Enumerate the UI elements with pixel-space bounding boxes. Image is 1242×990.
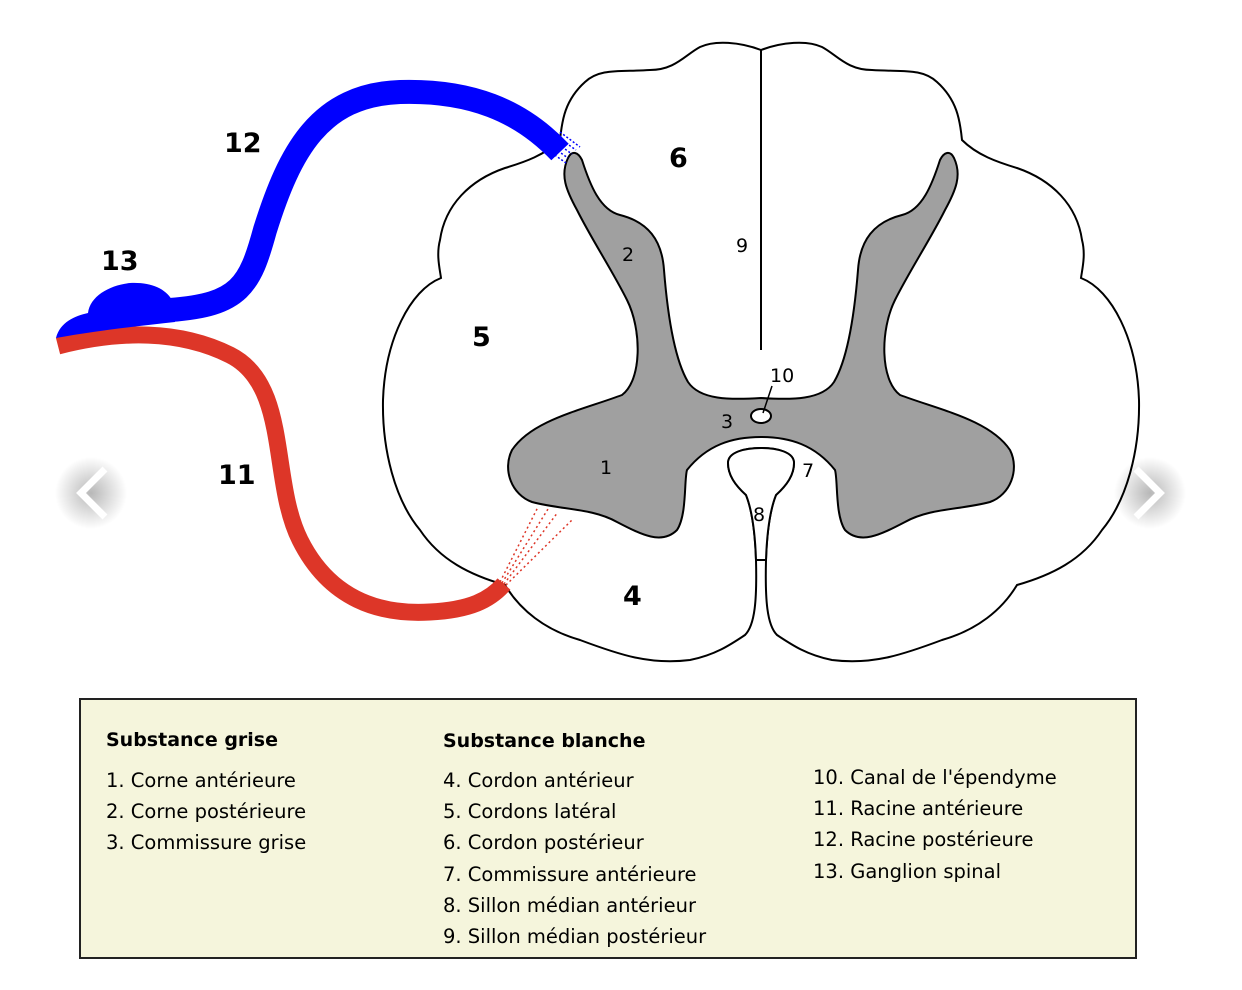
label-5: 5 — [472, 322, 491, 353]
legend-heading-white-matter: Substance blanche — [443, 730, 646, 752]
label-1: 1 — [600, 457, 612, 479]
legend-heading-grey-matter: Substance grise — [106, 729, 278, 751]
legend-item: 5. Cordons latéral — [443, 800, 617, 824]
spinal-cord-diagram: 1 2 3 4 5 6 7 8 9 10 11 12 13 — [55, 41, 1141, 663]
label-8: 8 — [753, 504, 765, 526]
label-9: 9 — [736, 235, 748, 257]
legend-item: 13. Ganglion spinal — [813, 859, 1002, 883]
legend-item: 7. Commissure antérieure — [443, 862, 697, 886]
legend-item: 6. Cordon postérieur — [443, 831, 644, 855]
chevron-right-icon — [1114, 457, 1186, 529]
legend-item: 4. Cordon antérieur — [443, 769, 634, 792]
label-11: 11 — [218, 460, 256, 491]
legend-item: 10. Canal de l'épendyme — [813, 766, 1057, 789]
next-image-button[interactable] — [1114, 455, 1186, 531]
legend-item: 1. Corne antérieure — [106, 769, 296, 792]
anterior-commissure — [726, 446, 796, 561]
spinal-ganglion — [56, 282, 175, 338]
label-12: 12 — [224, 128, 262, 159]
label-2: 2 — [622, 244, 634, 266]
legend-item: 11. Racine antérieure — [813, 797, 1024, 821]
label-4: 4 — [623, 581, 642, 612]
label-13: 13 — [101, 246, 139, 277]
label-6: 6 — [669, 143, 688, 174]
chevron-left-icon — [55, 457, 127, 529]
legend-item: 8. Sillon médian antérieur — [443, 893, 696, 917]
posterior-root — [169, 79, 569, 322]
legend-item: 12. Racine postérieure — [813, 828, 1034, 852]
legend-item: 2. Corne postérieure — [106, 800, 307, 824]
central-canal — [750, 408, 772, 424]
grey-matter — [507, 152, 1015, 539]
legend-item: 3. Commissure grise — [106, 831, 307, 855]
legend-item: 9. Sillon médian postérieur — [443, 925, 707, 949]
anterior-root-fibers — [499, 506, 573, 586]
central-canal-pointer — [762, 385, 773, 414]
previous-image-button[interactable] — [55, 455, 127, 531]
label-3: 3 — [721, 411, 733, 433]
posterior-root-fibers — [544, 131, 581, 164]
legend-box: Substance grise 1. Corne antérieure 2. C… — [79, 698, 1137, 959]
anterior-root — [55, 326, 511, 621]
label-10: 10 — [770, 365, 794, 387]
label-7: 7 — [802, 460, 814, 482]
